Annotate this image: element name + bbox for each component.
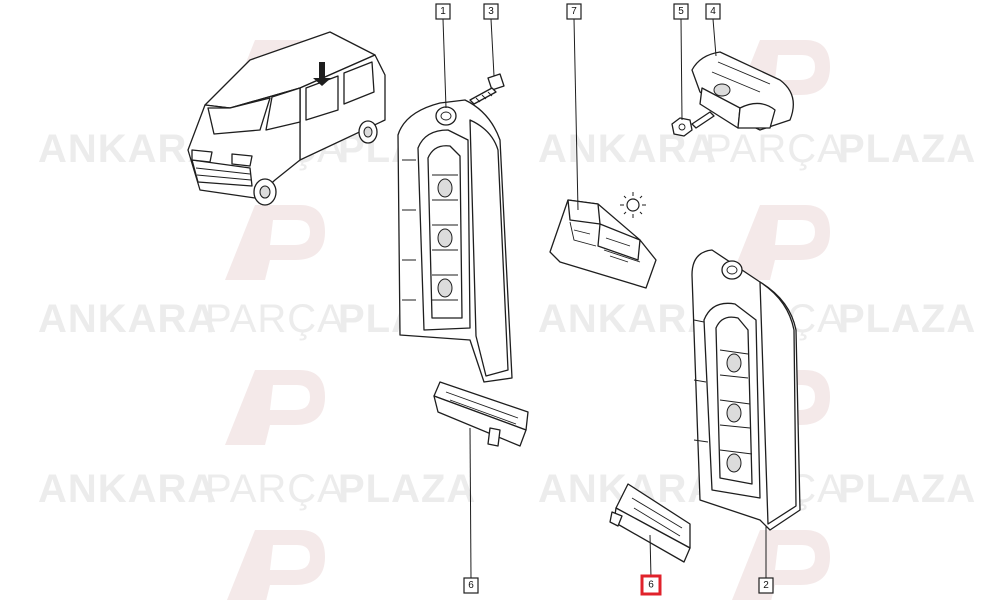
callout-label: 2: [763, 580, 769, 591]
callout-label: 6: [468, 580, 474, 591]
callout-label: 3: [488, 6, 494, 17]
callout-6-left[interactable]: 6: [463, 577, 479, 594]
callout-label: 6: [648, 580, 654, 591]
watermark-logo-icon: [732, 530, 830, 600]
watermark-brand-b: PARÇA: [205, 467, 345, 511]
callout-7[interactable]: 7: [566, 3, 582, 20]
watermark-row: ANKARA PARÇA PLAZA ANKARA PARÇA PLAZA: [38, 467, 976, 511]
watermark-brand-a: ANKARA: [38, 127, 217, 171]
callout-5[interactable]: 5: [673, 3, 689, 20]
callout-1[interactable]: 1: [435, 3, 451, 20]
nut: [671, 111, 715, 137]
callout-3[interactable]: 3: [483, 3, 499, 20]
watermark-logo-icon: [225, 370, 325, 445]
callout-4[interactable]: 4: [705, 3, 721, 20]
lamp-holder: [691, 51, 794, 131]
screw: [469, 73, 505, 105]
watermark-brand-c: PLAZA: [838, 127, 976, 171]
interior-lamp: [549, 199, 657, 289]
watermark-brand-a: ANKARA: [38, 297, 217, 341]
watermark-logo-icon: [227, 530, 325, 600]
callout-6-right-highlighted[interactable]: 6: [640, 574, 662, 596]
watermark-logo-icon: [225, 205, 325, 280]
lamp-symbol-icon: [620, 192, 646, 218]
watermark-brand-c: PLAZA: [338, 467, 476, 511]
watermark-brand-b: PARÇA: [205, 297, 345, 341]
left-tail-lamp: [397, 99, 513, 383]
right-tail-lamp: [691, 249, 801, 531]
van-illustration: [187, 31, 386, 206]
callout-2[interactable]: 2: [758, 577, 774, 594]
leader-lines: [442, 18, 767, 579]
watermark-brand-c: PLAZA: [838, 297, 976, 341]
callout-label: 1: [440, 6, 446, 17]
callout-label: 5: [678, 6, 684, 17]
licence-plate-lamp-left: [433, 381, 529, 447]
callout-label: 4: [710, 6, 716, 17]
watermark-row: ANKARA PARÇA PLAZA ANKARA PARÇA PLAZA: [38, 127, 976, 171]
watermark-brand-a: ANKARA: [538, 297, 717, 341]
licence-plate-lamp-right: [609, 483, 691, 563]
watermark-brand-b: PARÇA: [705, 127, 845, 171]
watermark-logo-icon: [730, 205, 830, 280]
watermark-brand-a: ANKARA: [38, 467, 217, 511]
watermark-brand-c: PLAZA: [838, 467, 976, 511]
callout-label: 7: [571, 6, 577, 17]
watermark-brand-a: ANKARA: [538, 127, 717, 171]
